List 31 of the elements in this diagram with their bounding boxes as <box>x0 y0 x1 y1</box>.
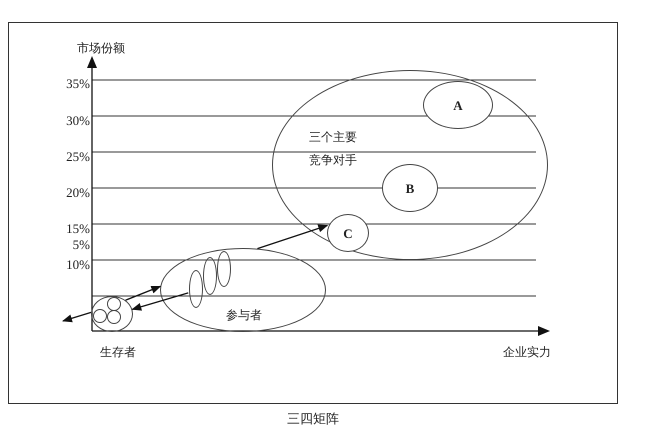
tick-label: 35% <box>66 76 90 92</box>
ellipse-node <box>160 248 326 332</box>
caption: 三四矩阵 <box>286 412 340 428</box>
axis-title: 市场份额 <box>77 40 125 56</box>
arrow <box>62 312 92 322</box>
node-label: A <box>452 98 464 114</box>
tick-label: 30% <box>66 113 90 129</box>
tick-label: 10% <box>66 257 90 273</box>
small-circle <box>106 310 120 324</box>
tick-label: 15% <box>66 221 90 237</box>
ellipse-node <box>272 70 548 260</box>
arrow <box>257 224 328 250</box>
small-circle <box>106 297 120 311</box>
node-label: B <box>404 181 416 197</box>
small-ellipse <box>217 251 231 287</box>
small-ellipse <box>189 270 203 308</box>
tick-label: 5% <box>72 237 90 253</box>
node-caption: 生存者 <box>100 344 136 360</box>
arrow <box>131 292 188 311</box>
small-ellipse <box>91 296 133 332</box>
tick-label: 20% <box>66 185 90 201</box>
node-label: 参与者 <box>226 307 262 323</box>
node-label: C <box>342 226 354 242</box>
small-circle <box>92 309 106 323</box>
tick-label: 25% <box>66 149 90 165</box>
arrow <box>125 286 162 301</box>
ellipse-node <box>423 81 493 129</box>
axis-title: 企业实力 <box>503 344 551 360</box>
node-label: 三个主要竞争对手 <box>309 129 358 169</box>
small-ellipse <box>203 257 217 295</box>
ellipse-node <box>327 214 369 252</box>
